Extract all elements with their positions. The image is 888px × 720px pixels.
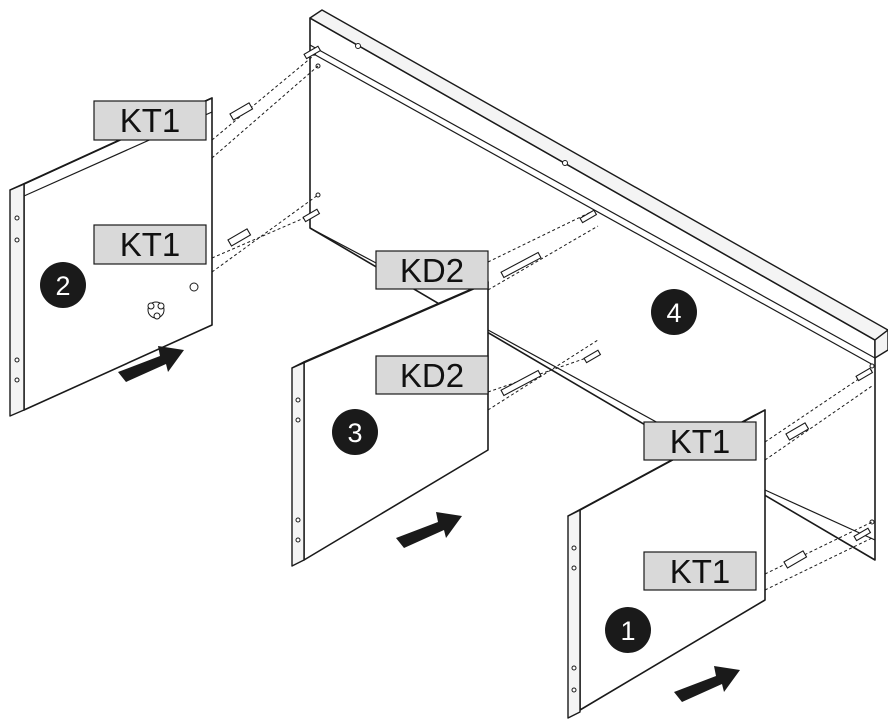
label-kd2: KD2 (375, 355, 489, 395)
kd2-bolt-icon (500, 209, 598, 279)
kt1-dowel-icon (229, 45, 322, 121)
part-badge-2: 2 (40, 262, 86, 308)
kt1-dowel-icon (785, 367, 874, 441)
kt1-dowel-icon (783, 527, 872, 569)
label-kd2-text: KD2 (400, 252, 464, 289)
label-kt1-text: KT1 (670, 423, 731, 460)
label-kt1: KT1 (643, 421, 757, 461)
label-kt1-text: KT1 (120, 226, 181, 263)
hardware (227, 45, 874, 569)
part-badge-1: 1 (605, 607, 651, 653)
kt1-dowel-icon (227, 208, 321, 247)
part-number-4: 4 (666, 298, 681, 328)
part-number-2: 2 (55, 271, 70, 301)
label-kt1-text: KT1 (120, 102, 181, 139)
label-kd2: KD2 (375, 250, 489, 290)
middle-panel-3 (291, 281, 489, 567)
label-kt1: KT1 (93, 100, 207, 141)
label-kt1-text: KT1 (670, 553, 731, 590)
kd2-bolt-icon (500, 349, 602, 397)
label-kd2-text: KD2 (400, 357, 464, 394)
arrow-icon (396, 512, 462, 548)
arrow-icon (118, 346, 184, 382)
part-badge-3: 3 (332, 409, 378, 455)
part-badge-4: 4 (651, 289, 697, 335)
label-kt1: KT1 (93, 224, 207, 265)
arrow-icon (674, 666, 740, 702)
fitting-guide-lines (211, 51, 873, 591)
part-number-1: 1 (620, 616, 635, 646)
label-kt1: KT1 (643, 551, 757, 591)
part-number-3: 3 (347, 418, 362, 448)
